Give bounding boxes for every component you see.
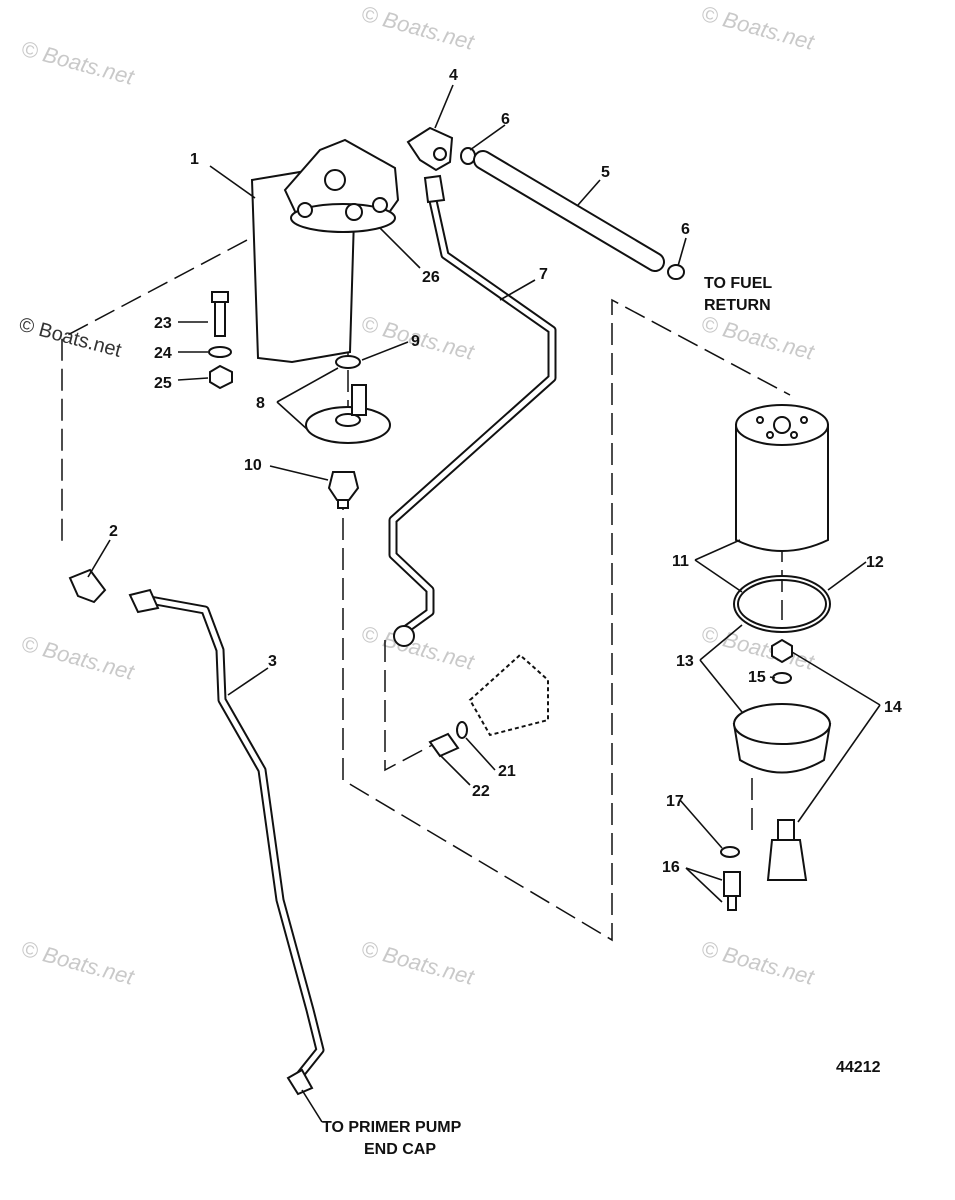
callout-7: 7 (539, 266, 548, 283)
callout-26: 26 (422, 269, 440, 286)
callout-17: 17 (666, 793, 684, 810)
o-ring-9 (335, 355, 361, 369)
leader-lines (87, 84, 881, 1123)
watermark-dark: © Boats.net (17, 314, 124, 362)
callout-6b: 6 (681, 221, 690, 238)
filter-bowl-13 (732, 703, 832, 774)
fuel-line-7 (388, 174, 557, 647)
callout-12: 12 (866, 554, 884, 571)
drain-plug-16 (723, 871, 741, 911)
caption-fuel-return-line2: RETURN (704, 297, 771, 314)
watermark-2: © Boats.net (359, 1, 478, 55)
washer-15 (772, 672, 792, 684)
captions: TO FUEL RETURN TO PRIMER PUMP END CAP 44… (322, 275, 881, 1158)
callout-16: 16 (662, 859, 680, 876)
watermark-5: © Boats.net (699, 311, 818, 365)
callout-numbers: 1 2 3 4 5 6 6 7 8 9 10 11 12 13 14 15 16… (109, 67, 902, 876)
callout-23: 23 (154, 315, 172, 332)
callout-9: 9 (411, 333, 420, 350)
callout-3: 3 (268, 653, 277, 670)
watermark-3: © Boats.net (699, 1, 818, 55)
callout-24: 24 (154, 345, 172, 362)
figure-number: 44212 (836, 1059, 881, 1076)
callout-5: 5 (601, 164, 610, 181)
callout-13: 13 (676, 653, 694, 670)
caption-primer-line1: TO PRIMER PUMP (322, 1119, 462, 1136)
clamp-upper (460, 147, 476, 165)
adapter-8 (305, 384, 391, 444)
callout-21: 21 (498, 763, 516, 780)
callout-15: 15 (748, 669, 766, 686)
callout-25: 25 (154, 375, 172, 392)
callout-1: 1 (190, 151, 199, 168)
watermark-11: © Boats.net (699, 936, 818, 990)
watermark-9: © Boats.net (19, 936, 138, 990)
plug-14 (771, 638, 793, 664)
watermark-1: © Boats.net (19, 36, 138, 90)
bolt-washer-nut (208, 291, 233, 390)
return-hose (473, 150, 665, 272)
callout-10: 10 (244, 457, 262, 474)
watermark-6: © Boats.net (19, 631, 138, 685)
o-ring-12 (733, 575, 831, 633)
caption-primer-line2: END CAP (364, 1141, 436, 1158)
sensor-14 (766, 819, 808, 881)
caption-fuel-return-line1: TO FUEL (704, 275, 772, 292)
callout-14: 14 (884, 699, 902, 716)
callout-6a: 6 (501, 111, 510, 128)
elbow-fitting (406, 126, 454, 172)
fitting-10 (327, 471, 360, 509)
callout-22: 22 (472, 783, 490, 800)
o-ring-17 (720, 846, 740, 858)
callout-8: 8 (256, 395, 265, 412)
filter-head-bracket (250, 138, 400, 364)
callout-4: 4 (449, 67, 458, 84)
clamp-lower (667, 264, 685, 280)
watermark-7: © Boats.net (359, 621, 478, 675)
elbow-2 (68, 568, 107, 604)
callout-2: 2 (109, 523, 118, 540)
callout-11: 11 (672, 553, 689, 570)
fuel-pump-fitting (428, 653, 549, 758)
primer-line-3 (128, 588, 325, 1096)
filter-element-11 (735, 404, 829, 552)
watermark-10: © Boats.net (359, 936, 478, 990)
